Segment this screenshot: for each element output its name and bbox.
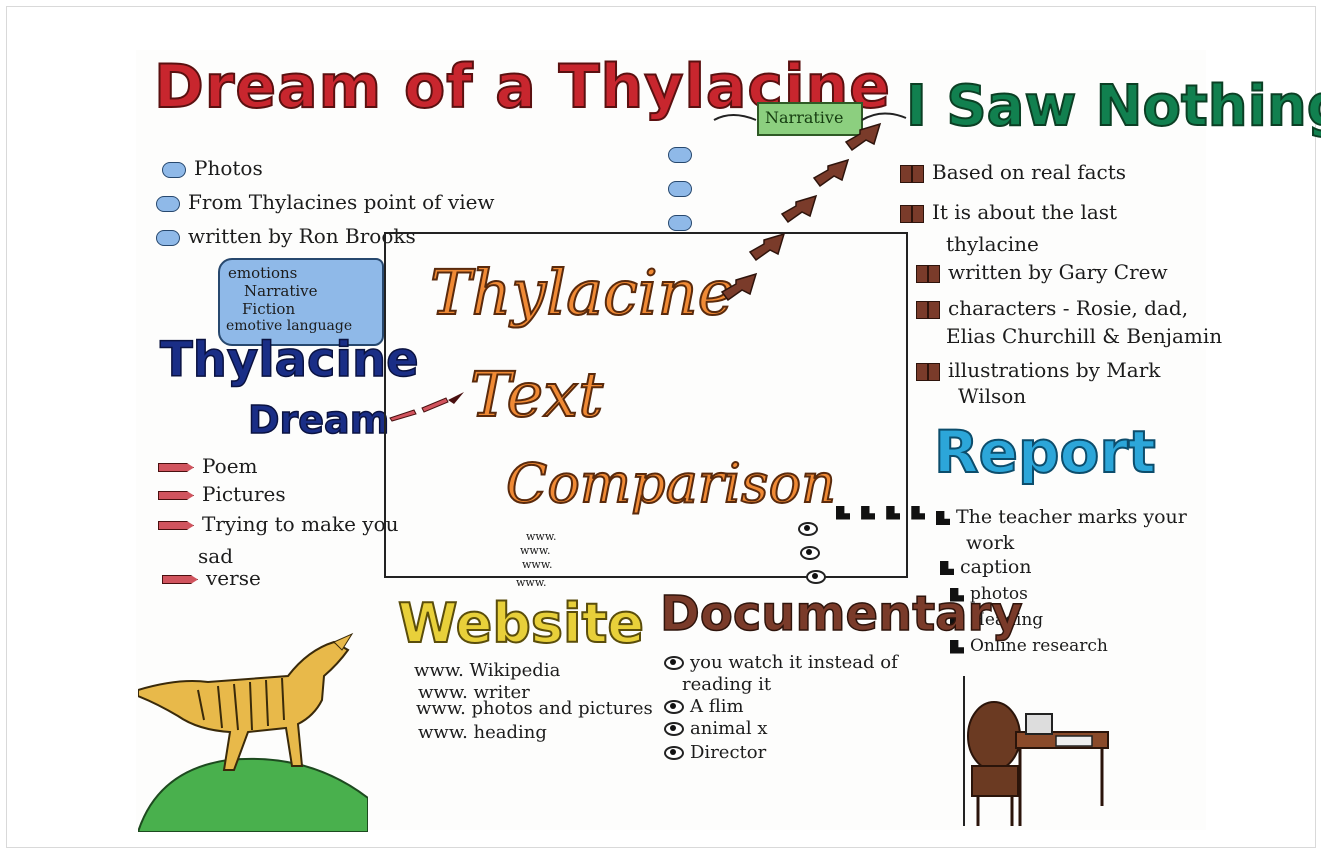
- cloud-icon: [668, 144, 700, 163]
- documentary-item-2: reading it: [682, 674, 772, 695]
- thylacine-dream-item-3: Trying to make you: [158, 512, 399, 536]
- title-report: Report: [933, 417, 1157, 487]
- boot-icon: [911, 505, 926, 520]
- thylacine-dream-item-4: sad: [198, 544, 233, 568]
- www-mark: www.: [522, 558, 553, 571]
- book-arrows: [720, 122, 882, 302]
- report-item-6: Online research: [950, 636, 1108, 656]
- www-mark: www.: [516, 576, 547, 589]
- saw-item-1: Based on real facts: [900, 160, 1126, 184]
- report-item-4: photos: [950, 584, 1028, 604]
- saw-item-2: It is about the last: [900, 200, 1117, 224]
- eye-icon: [806, 566, 832, 585]
- dream-item-3: written by Ron Brooks: [156, 224, 416, 248]
- eye-icon: [664, 700, 684, 714]
- documentary-item-4: animal x: [664, 718, 768, 739]
- saw-item-3: thylacine: [946, 232, 1039, 256]
- title-thylacine-dream-line2: Dream: [247, 397, 390, 443]
- cloud-icon: [162, 161, 186, 178]
- www-mark: www.: [520, 544, 551, 557]
- saw-item-5: characters - Rosie, dad,: [916, 296, 1188, 320]
- cloud-icon: [668, 212, 700, 231]
- emotions-bubble: emotions Narrative Fiction emotive langu…: [218, 258, 384, 346]
- saw-item-8: Wilson: [958, 384, 1027, 408]
- report-item-5: Heading: [950, 610, 1043, 630]
- eye-icon: [664, 746, 684, 760]
- bubble-item-1: emotions: [228, 264, 298, 282]
- documentary-item-3: A flim: [664, 696, 744, 717]
- boot-icon: [886, 505, 901, 520]
- book-icon: [900, 204, 924, 223]
- title-website: Website: [397, 591, 645, 656]
- pencil-icon: [158, 491, 194, 500]
- report-item-2: work: [966, 532, 1015, 554]
- boot-icon: [936, 511, 950, 525]
- bubble-item-4: emotive language: [226, 318, 353, 334]
- website-item-2: www. writer: [418, 682, 530, 703]
- cloud-icon: [668, 178, 700, 197]
- book-icon: [900, 164, 924, 183]
- eye-icon: [664, 722, 684, 736]
- pencil-icon: [162, 575, 198, 584]
- title-thylacine-dream-line1: Thylacine: [159, 331, 419, 389]
- center-title-line1: Thylacine: [429, 255, 735, 330]
- desk-illustration: [963, 676, 1109, 826]
- title-documentary: Documentary: [659, 585, 1023, 643]
- book-icon: [916, 362, 940, 381]
- title-i-saw-nothing: I Saw Nothing: [905, 73, 1321, 140]
- cloud-icon: [156, 229, 180, 246]
- pencil-arrows: [389, 392, 464, 422]
- boot-arrows: [836, 502, 931, 521]
- saw-item-7: illustrations by Mark: [916, 358, 1160, 382]
- center-title-line3: Comparison: [505, 451, 837, 516]
- boot-icon: [861, 505, 876, 520]
- cloud-icon: [156, 195, 180, 212]
- saw-item-4: written by Gary Crew: [916, 260, 1168, 284]
- eye-icon: [798, 518, 824, 537]
- boot-icon: [940, 561, 954, 575]
- thylacine-dream-item-2: Pictures: [158, 482, 286, 506]
- website-item-3: www. photos and pictures: [416, 698, 653, 719]
- eye-icon: [664, 656, 684, 670]
- pencil-icon: [158, 463, 194, 472]
- saw-item-6: Elias Churchill & Benjamin: [946, 324, 1223, 348]
- bubble-item-3: Fiction: [242, 300, 296, 318]
- bubble-item-2: Narrative: [244, 282, 318, 300]
- boot-icon: [836, 505, 850, 520]
- thylacine-dream-item-1: Poem: [158, 454, 258, 478]
- website-item-1: www. Wikipedia: [414, 660, 561, 681]
- pencil-icon: [158, 521, 194, 530]
- thylacine-illustration: [138, 632, 368, 832]
- documentary-item-5: Director: [664, 742, 766, 763]
- dream-item-1: Photos: [162, 156, 263, 180]
- website-item-4: www. heading: [418, 722, 547, 743]
- report-item-1: The teacher marks your: [936, 506, 1187, 528]
- thylacine-dream-item-5: verse: [162, 566, 261, 590]
- report-item-3: caption: [940, 556, 1032, 578]
- eye-icon: [800, 542, 826, 561]
- www-mark: www.: [526, 530, 557, 543]
- book-icon: [916, 300, 940, 319]
- narrative-tag-label: Narrative: [765, 108, 844, 127]
- dream-item-2: From Thylacines point of view: [156, 190, 495, 214]
- connector-lines-top: [713, 112, 907, 121]
- center-title-box: [384, 232, 908, 578]
- book-icon: [916, 264, 940, 283]
- documentary-item-1: you watch it instead of: [664, 652, 898, 673]
- center-title-line2: Text: [469, 357, 604, 432]
